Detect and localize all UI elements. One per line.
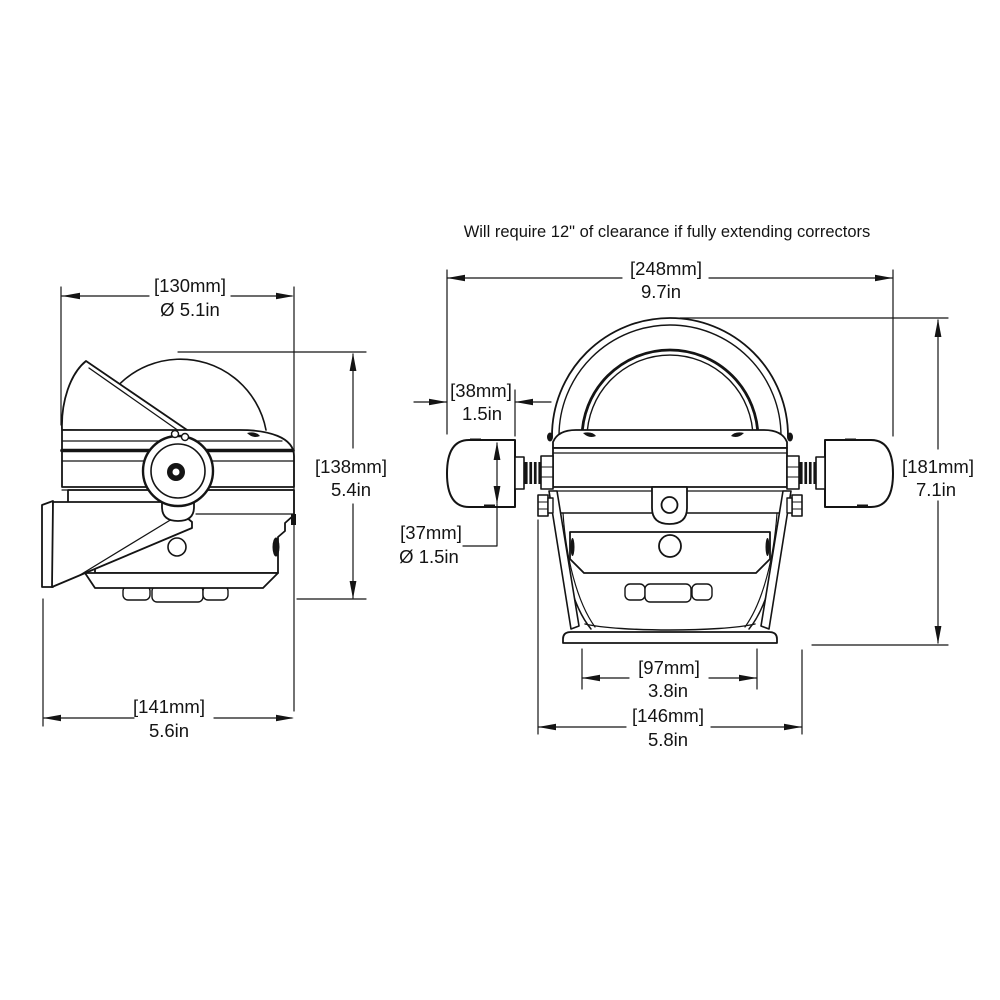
lubber-mark-left — [583, 432, 596, 437]
hinge-screw-left — [170, 429, 180, 439]
front-foot-left — [624, 583, 646, 601]
rod-hatch-right — [802, 461, 814, 485]
band — [552, 447, 788, 488]
drum-screw — [167, 537, 187, 557]
pivot-tab-screw — [660, 496, 679, 514]
dim-248mm-label: [248mm] — [630, 258, 702, 279]
collar-right — [815, 456, 826, 490]
dim-248mm-inches: 9.7in — [641, 281, 681, 302]
front-foot-center — [644, 583, 692, 603]
rod-hatch-left — [527, 461, 539, 485]
base-skirt — [84, 572, 279, 589]
arch-pivot-right — [787, 432, 793, 442]
dim-146mm-label: [146mm] — [632, 705, 704, 726]
front-view — [446, 317, 894, 644]
hex-nut-left-facets — [540, 466, 554, 478]
dim-37mm-label: [37mm] — [400, 522, 462, 543]
lubber-mark — [247, 432, 260, 437]
hex-nut-left — [540, 455, 554, 490]
clearance-note: Will require 12" of clearance if fully e… — [464, 223, 871, 241]
yoke-washer-right — [786, 497, 793, 514]
yoke-bolt-right-facets — [791, 501, 803, 510]
dim-130mm-inches: Ø 5.1in — [160, 299, 220, 320]
yoke-washer-left — [547, 497, 554, 514]
hex-nut-right-facets — [786, 466, 800, 478]
bracket-wedge-inner-line — [79, 518, 173, 576]
guard-arch-outer — [551, 317, 789, 437]
base-plate — [562, 631, 778, 644]
guard-arch-inner — [558, 324, 782, 437]
yoke-arm-right — [760, 490, 792, 630]
yoke-bolt-right — [791, 494, 803, 517]
dim-181mm-label: [181mm] — [902, 456, 974, 477]
knob-tick-2 — [484, 504, 495, 507]
knob-right — [824, 439, 894, 508]
dim-97mm-label: [97mm] — [638, 657, 700, 678]
dim-141mm-label: [141mm] — [133, 696, 205, 717]
yoke-arm-left — [548, 490, 580, 630]
knob-tick-4 — [857, 504, 868, 507]
arch-pivot-left — [547, 432, 553, 442]
dim-181mm-inches: 7.1in — [916, 479, 956, 500]
dim-38mm-label: [38mm] — [450, 380, 512, 401]
yoke-bolt-left-facets — [537, 501, 549, 510]
dim-138mm-label: [138mm] — [315, 456, 387, 477]
pivot-tab — [651, 486, 688, 525]
side-view-dimensions — [42, 286, 367, 727]
dim-97mm-inches: 3.8in — [648, 680, 688, 701]
corrector-knob-inner — [150, 443, 206, 499]
dim-141mm-inches: 5.6in — [149, 720, 189, 741]
knob-hub-center — [172, 468, 180, 476]
yoke-bolt-left — [537, 494, 549, 517]
dome-outer — [580, 348, 760, 440]
dim-146mm-inches: 5.8in — [648, 729, 688, 750]
arrowheads — [429, 274, 942, 731]
drum-shadow-left — [570, 538, 575, 556]
bracket-wedge — [51, 501, 193, 588]
dim-38mm-inches: 1.5in — [462, 403, 502, 424]
labels: Will require 12" of clearance if fully e… — [133, 223, 974, 750]
knob-tick-1 — [470, 438, 481, 441]
drum-screw-front — [658, 534, 682, 558]
hex-nut-right — [786, 455, 800, 490]
arrowheads — [43, 292, 357, 722]
drum-shadow-right — [765, 538, 770, 556]
dim-130mm-label: [130mm] — [154, 275, 226, 296]
sun-visor — [61, 360, 191, 433]
front-view-dimensions — [413, 269, 949, 735]
bowl-bottom-curve — [584, 623, 756, 631]
collar-left — [514, 456, 525, 490]
bracket-bolt-side — [272, 537, 280, 557]
dim-37mm-inches: Ø 1.5in — [399, 546, 459, 567]
knob-tick-3 — [845, 438, 856, 441]
dome-inner — [586, 354, 754, 439]
bowl-curve-right-inner — [744, 512, 778, 628]
leader-line-37 — [462, 503, 498, 547]
visor-inner-edge — [88, 367, 187, 437]
drum-face — [569, 531, 771, 574]
hinge-screw-right — [180, 432, 190, 442]
bowl-curve-left-inner — [562, 512, 596, 628]
lubber-mark-right — [731, 432, 744, 437]
top-bezel — [552, 429, 788, 449]
side-view — [41, 358, 296, 603]
knob-left — [446, 439, 516, 508]
front-foot-right — [691, 583, 713, 601]
dim-138mm-inches: 5.4in — [331, 479, 371, 500]
